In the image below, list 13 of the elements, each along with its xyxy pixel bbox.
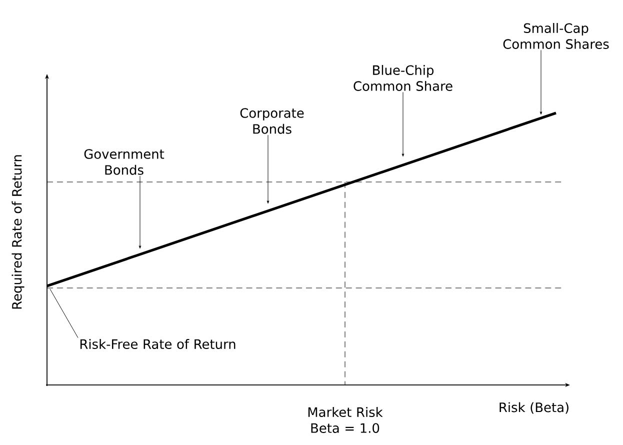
- label-text: Corporate Bonds: [240, 108, 304, 134]
- label-text: Small-Cap Common Shares: [503, 23, 609, 49]
- axis-label: Risk (Beta): [500, 402, 568, 414]
- leader-line: [266, 134, 270, 204]
- label-text: Risk-Free Rate of Return: [80, 338, 236, 349]
- axis-label: Market Risk Beta = 1.0: [308, 407, 383, 433]
- label-text: Blue-Chip Common Share: [354, 65, 452, 91]
- axis-label: Required Rate of Return: [12, 155, 24, 309]
- leader-line: [540, 50, 542, 115]
- label-text: Government Bonds: [84, 149, 164, 175]
- leader-line: [50, 288, 78, 338]
- leader-line: [138, 176, 142, 249]
- leader-line: [402, 92, 404, 157]
